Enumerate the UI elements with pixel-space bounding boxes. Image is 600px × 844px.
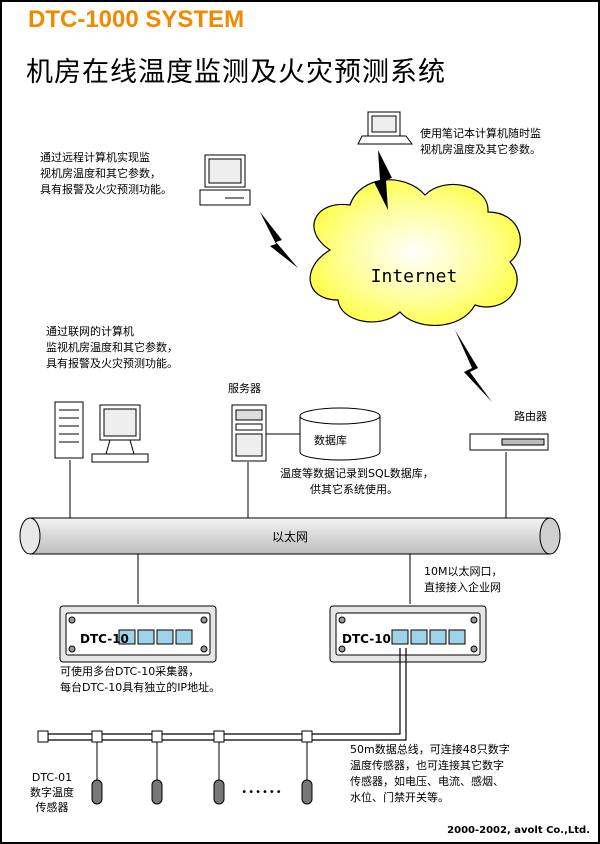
server-label: 服务器 xyxy=(228,382,261,395)
router-label: 路由器 xyxy=(514,410,547,423)
sensor-note: DTC-01 数字温度 传感器 xyxy=(30,771,74,814)
footer-copyright: 2000-2002, avolt Co.,Ltd. xyxy=(447,825,590,836)
ethernet-label: 以太网 xyxy=(272,529,308,544)
multi-device-note: 可使用多台DTC-10采集器， 每台DTC-10具有独立的IP地址。 xyxy=(60,665,221,694)
remote-pc-note: 通过远程计算机实现监 视机房温度和其它参数， 具有报警及火灾预测功能。 xyxy=(40,151,172,196)
temperature-sensor-icon xyxy=(301,779,313,805)
page-title: DTC-1000 SYSTEM xyxy=(28,6,245,33)
server-icon xyxy=(231,404,267,462)
ethernet-cable xyxy=(19,517,561,555)
laptop-icon xyxy=(357,111,413,145)
internet-cloud xyxy=(309,179,521,326)
database-label: 数据库 xyxy=(314,434,347,447)
sensor-drops xyxy=(96,742,308,780)
temperature-sensor-icon xyxy=(213,779,225,805)
wireless-link-icons xyxy=(260,150,492,402)
router-icon xyxy=(469,433,549,451)
database-note: 温度等数据记录到SQL数据库， 供其它系统使用。 xyxy=(280,467,434,496)
laptop-note: 使用笔记本计算机随时监 视机房温度及其它参数。 xyxy=(420,127,541,156)
sensor-ellipsis: •••••• xyxy=(241,787,282,798)
lan-pc-note: 通过联网的计算机 监视机房温度和其它参数， 具有报警及火灾预测功能。 xyxy=(46,325,178,370)
lan-workstation-icon xyxy=(54,401,149,463)
dtc10-device-1 xyxy=(59,605,217,663)
data-bus-note: 50m数据总线，可连接48只数字 温度传感器，也可连接其它数字 传感器，如电压、… xyxy=(350,743,510,804)
temperature-sensor-icon xyxy=(151,779,163,805)
temperature-sensor-icon xyxy=(91,779,103,805)
remote-desktop-icon xyxy=(199,154,251,206)
internet-label: Internet xyxy=(371,266,458,287)
device-2-label: DTC-10 xyxy=(342,632,391,646)
lightning-icon xyxy=(455,330,492,402)
page-subtitle: 机房在线温度监测及火灾预测系统 xyxy=(26,57,446,88)
device-1-label: DTC-10 xyxy=(80,632,129,646)
database-icon xyxy=(299,407,381,461)
lightning-icon xyxy=(260,212,298,268)
dtc10-device-2 xyxy=(329,605,487,663)
lightning-icon xyxy=(374,150,392,210)
ethernet-port-note: 10M以太网口， 直接接入企业网 xyxy=(424,565,503,594)
